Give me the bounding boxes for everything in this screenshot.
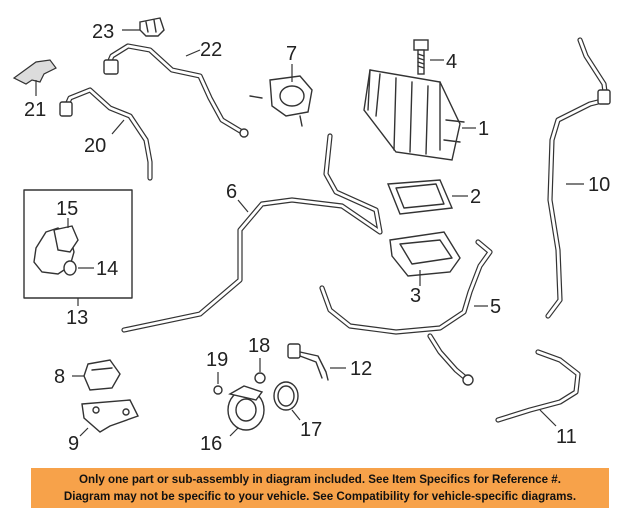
callout-21: 21 bbox=[24, 99, 46, 121]
callout-12: 12 bbox=[350, 358, 372, 380]
callout-5: 5 bbox=[490, 296, 501, 318]
callout-18: 18 bbox=[248, 335, 270, 357]
part-12-sensor bbox=[287, 343, 346, 381]
part-3-bracket bbox=[389, 231, 461, 286]
part-16-pump bbox=[227, 385, 265, 437]
callout-8: 8 bbox=[54, 366, 65, 388]
part-1-canister bbox=[363, 69, 476, 161]
notice-line-2: Diagram may not be specific to your vehi… bbox=[63, 490, 577, 503]
part-20-vapor-line bbox=[59, 87, 153, 181]
part-7-purge-valve bbox=[249, 64, 313, 127]
part-23-clip bbox=[122, 17, 165, 37]
callout-6: 6 bbox=[226, 181, 237, 203]
callout-14: 14 bbox=[96, 258, 118, 280]
callout-7: 7 bbox=[286, 43, 297, 65]
part-19-seal bbox=[213, 372, 223, 395]
callout-20: 20 bbox=[84, 135, 106, 157]
part-10-tube bbox=[545, 37, 611, 319]
callout-labels: 1 2 3 4 5 6 7 8 9 10 11 12 13 14 15 16 1… bbox=[24, 21, 610, 455]
part-8-block bbox=[72, 359, 121, 391]
callout-3: 3 bbox=[410, 285, 421, 307]
callout-13: 13 bbox=[66, 307, 88, 329]
callout-1: 1 bbox=[478, 118, 489, 140]
part-17-ring bbox=[273, 381, 301, 421]
callout-15: 15 bbox=[56, 198, 78, 220]
callout-19: 19 bbox=[206, 349, 228, 371]
part-2-filter bbox=[386, 179, 468, 215]
callout-23: 23 bbox=[92, 21, 114, 43]
part-5-tube bbox=[319, 239, 493, 386]
part-9-bracket bbox=[79, 399, 139, 437]
callout-9: 9 bbox=[68, 433, 79, 455]
callout-17: 17 bbox=[300, 419, 322, 441]
callout-10: 10 bbox=[588, 174, 610, 196]
callout-2: 2 bbox=[470, 186, 481, 208]
part-11-tube bbox=[495, 349, 581, 427]
part-22-vapor-line bbox=[103, 43, 249, 138]
notice-banner: Only one part or sub-assembly in diagram… bbox=[31, 468, 609, 508]
part-4-bolt bbox=[413, 39, 444, 75]
callout-16: 16 bbox=[200, 433, 222, 455]
part-21-clip bbox=[12, 59, 57, 96]
callout-22: 22 bbox=[200, 39, 222, 61]
part-13-assembly-box bbox=[23, 189, 133, 306]
part-18-seal bbox=[254, 358, 266, 384]
notice-line-1: Only one part or sub-assembly in diagram… bbox=[79, 473, 561, 486]
callout-11: 11 bbox=[556, 426, 577, 448]
callout-4: 4 bbox=[446, 51, 457, 73]
part-6-tube bbox=[121, 133, 383, 333]
